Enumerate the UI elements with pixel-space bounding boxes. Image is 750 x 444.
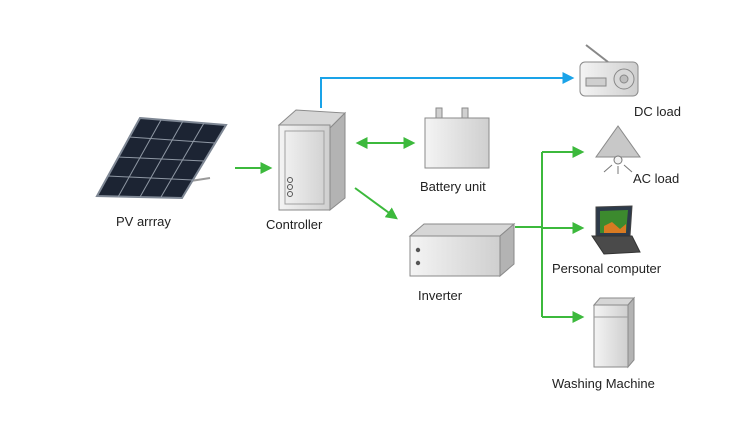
inverter-icon [408, 222, 516, 278]
lamp-icon [595, 125, 641, 174]
pv-array-label: PV arrray [116, 214, 171, 229]
controller-label: Controller [266, 217, 323, 232]
battery-label: Battery unit [420, 179, 486, 194]
radio-icon [579, 44, 639, 97]
battery-icon [424, 107, 490, 169]
inverter-label: Inverter [418, 288, 463, 303]
laptop-icon [591, 205, 641, 255]
pv-array-icon [95, 116, 228, 200]
washing-machine-icon [592, 296, 636, 369]
washer-label: Washing Machine [552, 376, 655, 391]
controller-icon [277, 109, 347, 212]
computer-label: Personal computer [552, 261, 662, 276]
ac-load-label: AC load [633, 171, 680, 186]
dc-load-label: DC load [634, 104, 681, 119]
arrow-controller-to-inverter [354, 187, 398, 220]
dc-line-controller-to-dc-load [320, 72, 575, 108]
